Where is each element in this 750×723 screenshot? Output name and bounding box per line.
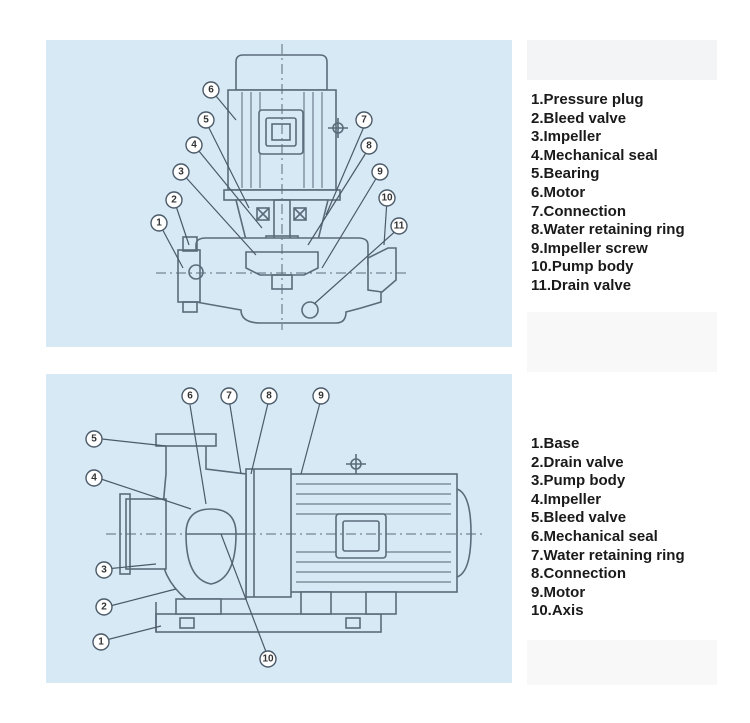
svg-text:7: 7 [361, 115, 367, 126]
horizontal-pump-drawing: 5 4 3 2 1 6 7 8 9 10 [85, 387, 486, 668]
callout-leaders [97, 398, 322, 658]
svg-text:9: 9 [318, 391, 324, 402]
legend-item: 6.Mechanical seal [531, 527, 658, 545]
legend-item: 4.Impeller [531, 490, 602, 508]
background-block [527, 312, 717, 372]
svg-text:2: 2 [101, 602, 107, 613]
bottom-legend: 1.Base 2.Drain valve 3.Pump body 4.Impel… [531, 435, 685, 621]
svg-text:1: 1 [156, 218, 162, 229]
legend-item: 5.Bearing [531, 165, 600, 183]
svg-text:5: 5 [203, 115, 209, 126]
callout-4: 4 [185, 136, 203, 154]
svg-text:2: 2 [171, 195, 177, 206]
background-block [527, 40, 717, 80]
callout-3: 3 [172, 163, 190, 181]
callout-7: 7 [220, 387, 238, 405]
callout-8: 8 [260, 387, 278, 405]
legend-item: 7.Water retaining ring [531, 546, 685, 564]
svg-text:7: 7 [226, 391, 232, 402]
callout-4: 4 [85, 469, 103, 487]
callout-9: 9 [312, 387, 330, 405]
callout-7: 7 [355, 111, 373, 129]
legend-item: 9.Impeller screw [531, 239, 648, 257]
svg-text:6: 6 [187, 391, 193, 402]
callout-3: 3 [95, 561, 113, 579]
legend-item: 6.Motor [531, 183, 586, 201]
callout-11: 11 [390, 217, 408, 235]
svg-text:8: 8 [366, 141, 372, 152]
legend-item: 10.Axis [531, 602, 584, 620]
svg-text:5: 5 [91, 434, 97, 445]
horizontal-pump-diagram: 5 4 3 2 1 6 7 8 9 10 [46, 374, 512, 683]
legend-item: 4.Mechanical seal [531, 146, 658, 164]
legend-item: 1.Base [531, 435, 580, 452]
callout-2: 2 [165, 191, 183, 209]
callout-1: 1 [92, 633, 110, 651]
legend-item: 2.Bleed valve [531, 109, 627, 127]
legend-item: 11.Drain valve [531, 276, 632, 294]
legend-item: 9.Motor [531, 583, 586, 601]
svg-text:10: 10 [381, 193, 393, 204]
svg-text:3: 3 [178, 167, 184, 178]
callout-10: 10 [259, 650, 277, 668]
legend-item: 3.Impeller [531, 128, 602, 146]
callout-1: 1 [150, 214, 168, 232]
legend-item: 7.Connection [531, 202, 627, 220]
legend-item: 8.Water retaining ring [531, 221, 685, 239]
vertical-pump-diagram: 1 2 3 4 5 6 7 8 9 10 11 [46, 40, 512, 347]
callout-6: 6 [181, 387, 199, 405]
svg-text:3: 3 [101, 565, 107, 576]
svg-text:9: 9 [377, 167, 383, 178]
svg-text:4: 4 [191, 140, 197, 151]
legend-item: 10.Pump body [531, 258, 634, 276]
legend-item: 5.Bleed valve [531, 509, 627, 527]
legend-item: 2.Drain valve [531, 453, 624, 471]
svg-text:4: 4 [91, 473, 97, 484]
callout-5: 5 [85, 430, 103, 448]
svg-text:10: 10 [262, 654, 274, 665]
callout-9: 9 [371, 163, 389, 181]
legend-item: 3.Pump body [531, 472, 626, 490]
vertical-pump-drawing: 1 2 3 4 5 6 7 8 9 10 11 [150, 44, 408, 330]
legend-item: 1.Pressure plug [531, 91, 644, 108]
svg-text:8: 8 [266, 391, 272, 402]
callout-6: 6 [202, 81, 220, 99]
callout-5: 5 [197, 111, 215, 129]
svg-text:1: 1 [98, 637, 104, 648]
callout-10: 10 [378, 189, 396, 207]
background-block [527, 640, 717, 685]
callout-2: 2 [95, 598, 113, 616]
svg-text:11: 11 [394, 221, 405, 232]
svg-text:6: 6 [208, 85, 214, 96]
legend-item: 8.Connection [531, 565, 627, 583]
top-legend: 1.Pressure plug 2.Bleed valve 3.Impeller… [531, 91, 685, 296]
callout-8: 8 [360, 137, 378, 155]
callout-leaders [158, 89, 400, 305]
